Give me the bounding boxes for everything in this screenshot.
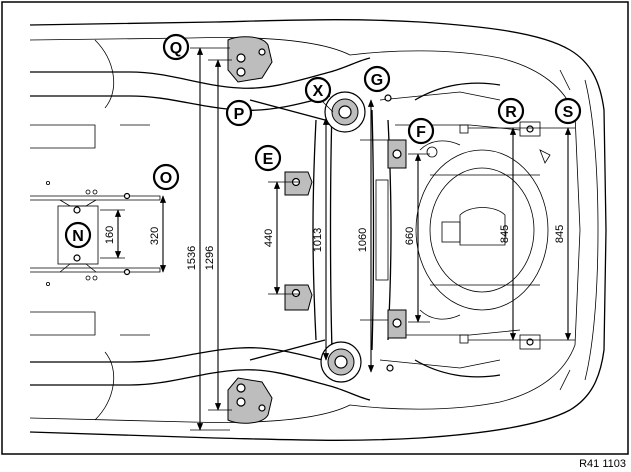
label-X-text: X [313, 83, 324, 100]
label-S-text: S [563, 104, 574, 121]
label-S: S [554, 97, 582, 125]
front-bracket [30, 180, 161, 286]
dim-845-s: 845 [554, 225, 566, 243]
dimension-lines [100, 47, 575, 431]
label-F-text: F [416, 124, 426, 141]
label-F: F [407, 117, 435, 145]
mount-brackets [227, 36, 541, 424]
label-G: G [363, 65, 391, 93]
dim-1536: 1536 [186, 246, 198, 270]
label-G-text: G [371, 72, 383, 89]
body-outline [29, 19, 607, 441]
label-E-text: E [263, 151, 274, 168]
dim-845-r: 845 [499, 225, 511, 243]
label-X: X [304, 76, 334, 113]
dim-660: 660 [404, 227, 416, 245]
label-O-text: O [160, 170, 172, 187]
label-N-text: N [72, 228, 84, 245]
label-O: O [152, 163, 180, 191]
figure-code: R41 1103 [579, 458, 626, 470]
label-R-text: R [505, 104, 517, 121]
dim-1060: 1060 [357, 228, 369, 252]
diagram-frame [1, 1, 629, 455]
label-P-text: P [234, 106, 245, 123]
dim-320: 320 [149, 227, 161, 245]
dim-160: 160 [104, 226, 116, 244]
label-R: R [497, 97, 525, 125]
label-Q: Q [162, 33, 190, 61]
dim-1013: 1013 [312, 228, 324, 252]
label-N: N [64, 221, 92, 249]
label-P: P [225, 99, 253, 127]
label-Q-text: Q [170, 40, 182, 57]
dim-440: 440 [263, 229, 275, 247]
dim-1296: 1296 [204, 246, 216, 270]
label-E: E [254, 144, 282, 172]
dimension-labels: 1536 1296 1013 1060 440 660 845 845 320 … [104, 225, 566, 270]
rear-subframe [249, 91, 521, 383]
